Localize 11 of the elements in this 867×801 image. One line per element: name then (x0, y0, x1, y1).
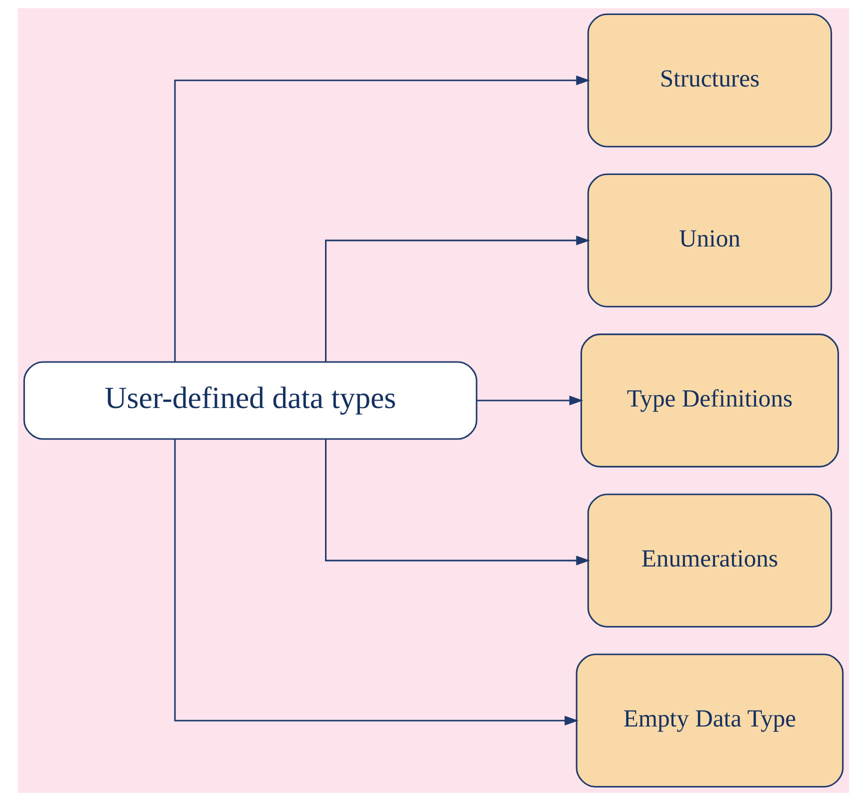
arrow (476, 396, 584, 406)
node-box: User-defined data types (23, 361, 478, 440)
arrow (325, 439, 590, 566)
node-box: Enumerations (587, 494, 832, 628)
node-box: Union (587, 174, 832, 308)
arrow (174, 439, 578, 726)
arrow (325, 236, 590, 362)
node-box: Type Definitions (580, 334, 839, 468)
arrow (174, 76, 590, 362)
node-box: Structures (587, 13, 832, 148)
node-box: Empty Data Type (576, 654, 844, 788)
